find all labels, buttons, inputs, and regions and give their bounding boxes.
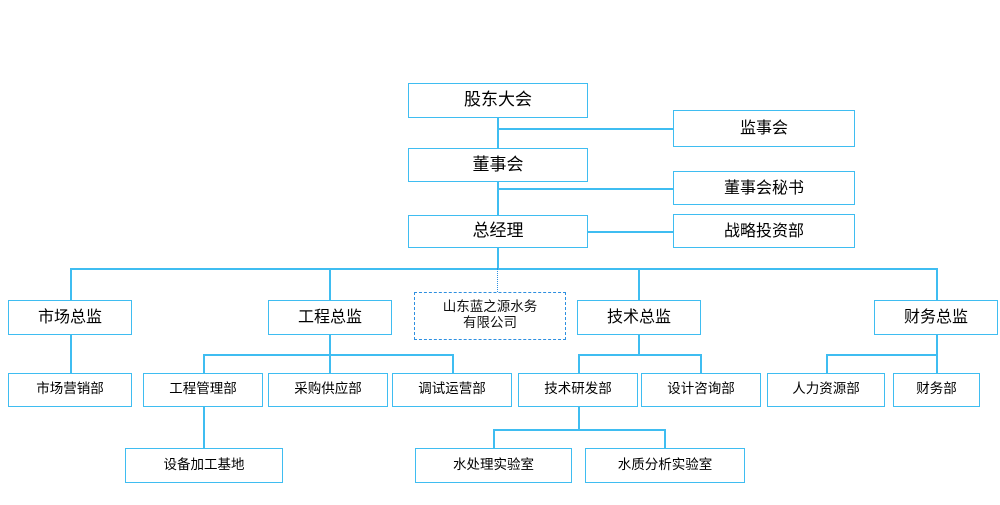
node-finance-director[interactable]: 财务总监 xyxy=(874,300,998,335)
connector-to-commissioning-ops-dept xyxy=(452,354,454,373)
node-shareholders-meeting[interactable]: 股东大会 xyxy=(408,83,588,118)
connector-finance-subtrunk xyxy=(826,354,936,356)
connector-trunk-to-engineering-director xyxy=(329,268,331,300)
node-label: 董事会秘书 xyxy=(723,177,804,197)
connector-to-finance-dept xyxy=(936,354,938,373)
connector-spine-shareholders-to-board xyxy=(497,118,499,154)
node-label: 采购供应部 xyxy=(294,381,362,398)
connector-to-procurement-supply-dept xyxy=(329,354,331,373)
node-engineering-director[interactable]: 工程总监 xyxy=(268,300,392,335)
connector-to-water-quality-lab xyxy=(664,429,666,448)
connector-spine-board-to-gm xyxy=(497,182,499,215)
connector-tech-rd-drop xyxy=(578,407,580,429)
node-marketing-dept[interactable]: 市场营销部 xyxy=(8,373,132,407)
node-company-name: 山东蓝之源水务 有限公司 xyxy=(414,292,566,340)
connector-market-director-to-marketing-dept xyxy=(70,335,72,373)
node-label: 监事会 xyxy=(739,118,788,138)
node-label: 设备加工基地 xyxy=(163,456,245,473)
connector-trunk-to-finance-director xyxy=(936,268,938,300)
connector-spine-gm-to-trunk xyxy=(497,248,499,269)
node-commissioning-ops-dept[interactable]: 调试运营部 xyxy=(392,373,512,407)
node-label: 财务总监 xyxy=(903,307,968,327)
connector-dotted-to-company-name xyxy=(497,268,498,292)
node-finance-dept[interactable]: 财务部 xyxy=(893,373,980,407)
connector-engineering-mgmt-to-equipment-base xyxy=(203,407,205,448)
connector-engineering-director-drop xyxy=(329,335,331,354)
node-label: 股东大会 xyxy=(464,90,532,111)
node-strategic-investment-dept[interactable]: 战略投资部 xyxy=(673,214,855,248)
connector-to-water-treatment-lab xyxy=(493,429,495,448)
node-label: 技术研发部 xyxy=(544,381,612,398)
node-label: 战略投资部 xyxy=(723,220,804,240)
node-label: 市场营销部 xyxy=(36,381,104,398)
node-procurement-supply-dept[interactable]: 采购供应部 xyxy=(268,373,388,407)
node-label: 董事会 xyxy=(472,154,524,175)
node-design-consulting-dept[interactable]: 设计咨询部 xyxy=(641,373,761,407)
connector-technical-subtrunk xyxy=(578,354,700,356)
connector-finance-director-drop xyxy=(936,335,938,354)
connector-trunk-directors xyxy=(70,268,937,270)
company-name-line-1: 山东蓝之源水务 xyxy=(442,299,538,316)
node-engineering-mgmt-dept[interactable]: 工程管理部 xyxy=(143,373,263,407)
connector-labs-subtrunk xyxy=(493,429,665,431)
node-equipment-base[interactable]: 设备加工基地 xyxy=(125,448,283,483)
node-water-quality-lab[interactable]: 水质分析实验室 xyxy=(585,448,745,483)
node-tech-rd-dept[interactable]: 技术研发部 xyxy=(518,373,638,407)
connector-to-engineering-mgmt-dept xyxy=(203,354,205,373)
connector-gm-to-strategic-investment xyxy=(588,231,673,233)
node-label: 调试运营部 xyxy=(418,381,486,398)
node-board-of-directors[interactable]: 董事会 xyxy=(408,148,588,182)
node-technical-director[interactable]: 技术总监 xyxy=(577,300,701,335)
node-label: 总经理 xyxy=(472,221,524,242)
node-label: 水质分析实验室 xyxy=(617,456,713,473)
node-board-secretary[interactable]: 董事会秘书 xyxy=(673,171,855,205)
node-board-of-supervisors[interactable]: 监事会 xyxy=(673,110,855,147)
connector-trunk-to-technical-director xyxy=(638,268,640,300)
connector-to-tech-rd-dept xyxy=(578,354,580,373)
connector-to-design-consulting-dept xyxy=(700,354,702,373)
connector-board-to-secretary xyxy=(497,188,673,190)
node-label: 工程管理部 xyxy=(169,381,237,398)
node-label: 工程总监 xyxy=(297,307,362,327)
node-water-treatment-lab[interactable]: 水处理实验室 xyxy=(415,448,572,483)
node-hr-dept[interactable]: 人力资源部 xyxy=(767,373,885,407)
connector-trunk-to-market-director xyxy=(70,268,72,300)
node-label: 人力资源部 xyxy=(792,381,860,398)
connector-to-hr-dept xyxy=(826,354,828,373)
connector-shareholders-to-supervisors xyxy=(497,128,673,130)
connector-technical-director-drop xyxy=(638,335,640,354)
node-label: 市场总监 xyxy=(37,307,102,327)
connector-engineering-subtrunk xyxy=(203,354,452,356)
company-name-line-2: 有限公司 xyxy=(463,315,517,331)
node-label: 水处理实验室 xyxy=(453,456,534,473)
node-label: 财务部 xyxy=(916,381,957,398)
node-general-manager[interactable]: 总经理 xyxy=(408,215,588,248)
node-market-director[interactable]: 市场总监 xyxy=(8,300,132,335)
node-label: 技术总监 xyxy=(606,307,671,327)
node-label: 设计咨询部 xyxy=(667,381,735,398)
